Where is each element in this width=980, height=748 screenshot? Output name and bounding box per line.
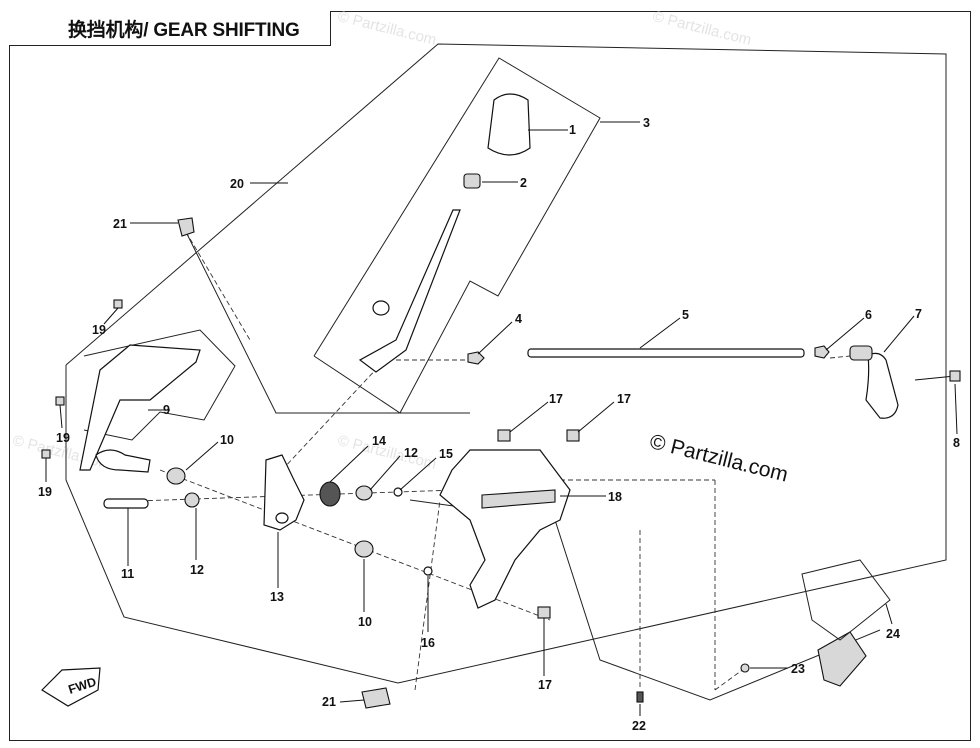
bolt-head	[41, 449, 51, 459]
assembly-line	[714, 667, 746, 691]
callout-17: 17	[538, 678, 552, 692]
callout-16: 16	[421, 636, 435, 650]
leader	[59, 404, 63, 429]
lever-bracket	[79, 344, 201, 471]
shift-knob	[487, 93, 531, 156]
bushing	[354, 540, 374, 558]
pad-outline	[801, 559, 891, 641]
leader	[329, 445, 369, 483]
washer-small	[740, 663, 750, 673]
bolt-head	[537, 606, 551, 619]
spring	[319, 481, 341, 507]
callout-17: 17	[549, 392, 563, 406]
group-outline-20	[65, 43, 947, 684]
leader	[103, 307, 119, 325]
callout-21: 21	[113, 217, 127, 231]
callout-5: 5	[682, 308, 689, 322]
bushing	[166, 467, 186, 485]
shifter-housing	[439, 449, 571, 609]
leader	[509, 401, 549, 433]
bolt-head	[949, 370, 961, 382]
callout-24: 24	[886, 627, 900, 641]
pivot-pin	[103, 498, 149, 509]
inner-line	[185, 231, 470, 414]
washer	[355, 485, 373, 501]
cable-clip	[361, 687, 391, 709]
callout-19: 19	[92, 323, 106, 337]
shift-rod	[358, 209, 461, 373]
link-rod	[527, 348, 805, 358]
callout-12: 12	[404, 446, 418, 460]
callout-10: 10	[220, 433, 234, 447]
callout-11: 11	[121, 567, 134, 581]
callout-22: 22	[632, 719, 646, 733]
callout-18: 18	[608, 490, 622, 504]
pin	[636, 691, 644, 703]
pivot-shaft	[95, 449, 151, 473]
callout-9: 9	[163, 403, 170, 417]
callout-13: 13	[270, 590, 284, 604]
callout-12: 12	[190, 563, 204, 577]
callout-1: 1	[569, 123, 576, 137]
diagram-title: 换挡机构/ GEAR SHIFTING	[68, 20, 300, 41]
rod-bushing	[372, 300, 390, 316]
callout-4: 4	[515, 312, 522, 326]
rod-nut	[467, 351, 485, 365]
bolt-head	[566, 429, 580, 442]
callout-19: 19	[56, 431, 70, 445]
callout-14: 14	[372, 434, 386, 448]
bolt	[914, 375, 956, 381]
leader	[399, 457, 437, 491]
rod-nut	[814, 345, 830, 359]
leader	[954, 383, 958, 435]
assembly-line	[281, 364, 381, 471]
assembly-line	[185, 231, 251, 341]
callout-23: 23	[791, 662, 805, 676]
washer	[184, 492, 200, 508]
rocker-arm	[865, 352, 899, 419]
knob-nut	[463, 173, 481, 189]
callout-20: 20	[230, 177, 244, 191]
leader	[477, 321, 513, 355]
group-outline-9	[83, 329, 236, 441]
bolt-head	[55, 396, 65, 406]
callout-2: 2	[520, 176, 527, 190]
plate-hole	[275, 512, 289, 524]
leader	[369, 455, 401, 491]
fwd-arrow	[41, 667, 101, 707]
leader	[825, 317, 865, 351]
shift-pad	[817, 631, 867, 687]
leader	[883, 315, 915, 353]
shift-plate	[263, 454, 305, 531]
bolt-head	[113, 299, 123, 309]
callout-3: 3	[643, 116, 650, 130]
leader	[339, 699, 365, 703]
callout-10: 10	[358, 615, 372, 629]
rod-end	[849, 345, 873, 361]
bolt-head	[497, 429, 511, 442]
callout-6: 6	[865, 308, 872, 322]
leader	[885, 603, 893, 625]
leader	[639, 317, 681, 349]
callout-15: 15	[439, 447, 453, 461]
callout-21: 21	[322, 695, 336, 709]
callout-8: 8	[953, 436, 960, 450]
title-box	[9, 11, 331, 46]
gate-slots	[481, 489, 556, 509]
callout-7: 7	[915, 307, 922, 321]
callout-17: 17	[617, 392, 631, 406]
leader	[185, 441, 219, 471]
callout-19: 19	[38, 485, 52, 499]
washer-small	[423, 566, 433, 576]
diagram-frame	[9, 11, 971, 741]
leader	[577, 401, 615, 433]
cable-clip	[177, 217, 195, 237]
